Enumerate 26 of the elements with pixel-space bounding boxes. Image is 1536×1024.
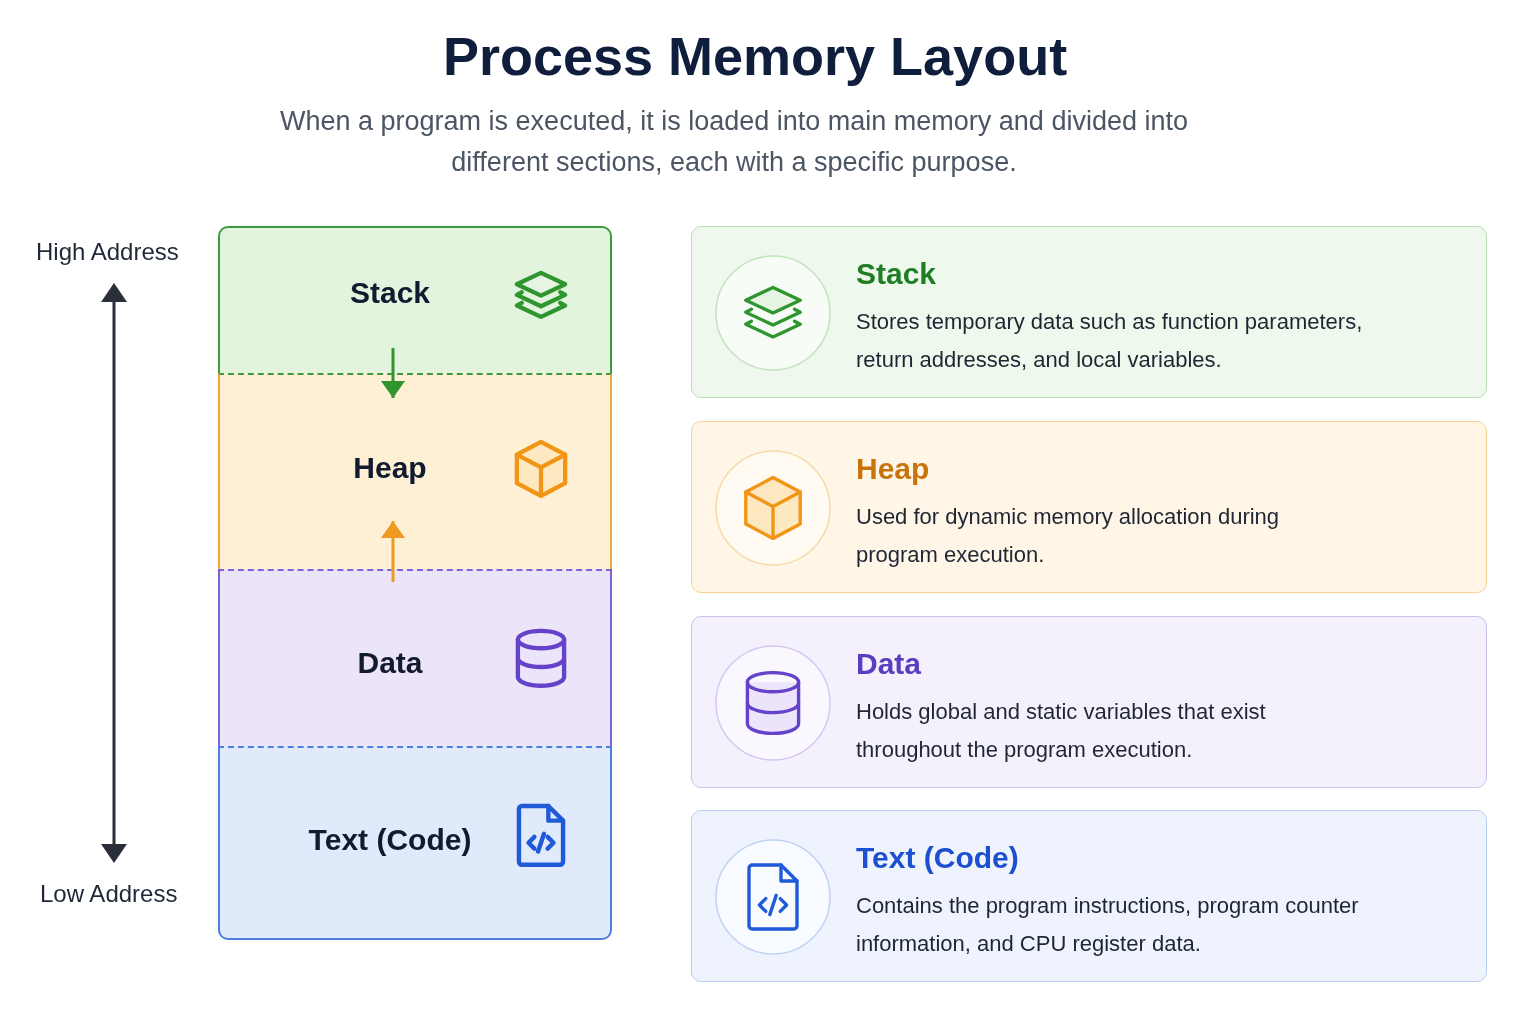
card-description: Holds global and static variables that exist throughout the program execution. bbox=[856, 698, 1267, 764]
info-card bbox=[691, 616, 1487, 788]
info-card bbox=[691, 810, 1487, 982]
title: Process Memory Layout bbox=[442, 25, 1068, 87]
arrow bbox=[381, 348, 405, 398]
info-card bbox=[691, 421, 1487, 593]
card-heading: Heap bbox=[856, 451, 930, 487]
segment-label: Heap bbox=[353, 450, 427, 486]
arrow bbox=[381, 521, 405, 582]
memory-segment bbox=[218, 746, 612, 940]
subtitle: When a program is executed, it is loaded into main memory and divided into different sections, each with a specific purpose. bbox=[279, 105, 1189, 179]
segment-label: Data bbox=[357, 645, 423, 681]
card-heading: Data bbox=[856, 646, 922, 682]
memory-segment bbox=[218, 226, 612, 373]
card-description: Stores temporary data such as function parameters, return addresses, and local variables. bbox=[856, 308, 1364, 374]
memory-segment bbox=[218, 373, 612, 569]
axis-label: High Address bbox=[36, 237, 179, 267]
segment-label: Stack bbox=[349, 275, 431, 311]
memory-segment bbox=[218, 569, 612, 746]
segment-label: Text (Code) bbox=[308, 822, 472, 858]
info-card bbox=[691, 226, 1487, 398]
card-description: Contains the program instructions, program counter information, and CPU register data. bbox=[856, 892, 1360, 958]
card-heading: Stack bbox=[856, 256, 937, 292]
card-description: Used for dynamic memory allocation during program execution. bbox=[856, 503, 1281, 569]
card-heading: Text (Code) bbox=[856, 840, 1019, 876]
axis-label: Low Address bbox=[40, 879, 178, 909]
